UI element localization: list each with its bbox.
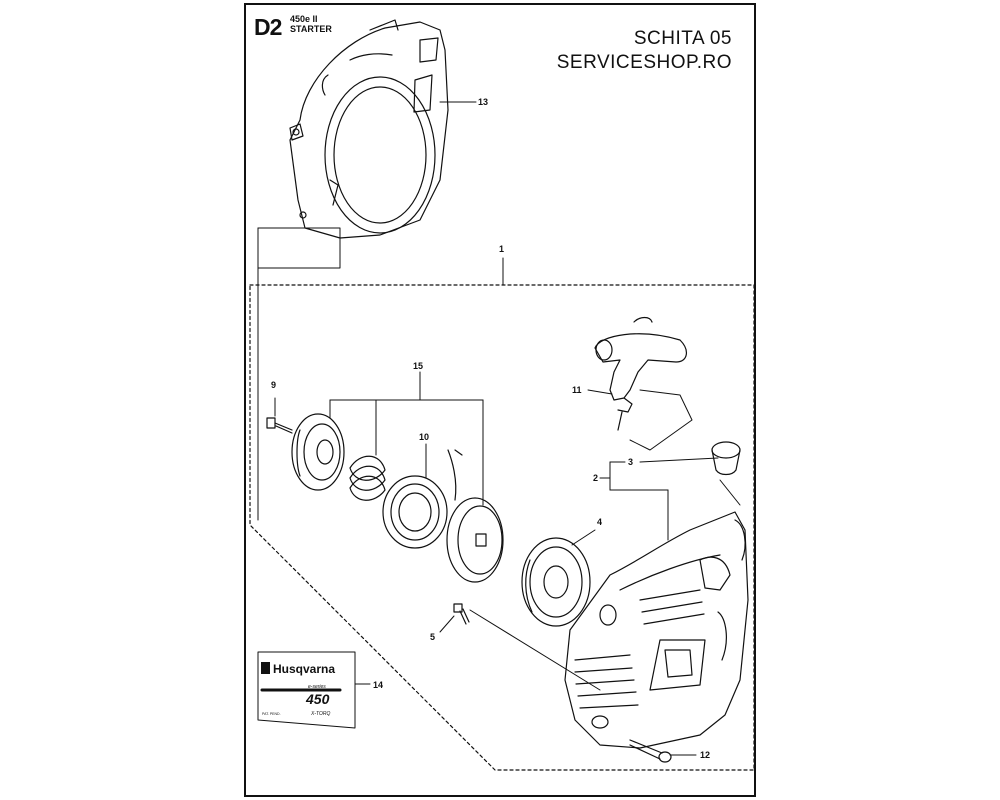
assembly-1-outline — [249, 284, 755, 771]
leader-lines-2-3 — [599, 457, 741, 541]
bushing-part-3 — [711, 441, 741, 476]
fan-housing-part-13 — [289, 19, 449, 239]
handle-part-11 — [587, 316, 693, 451]
pulley-part-15a — [291, 413, 345, 491]
leader-lines-13 — [257, 101, 477, 521]
callout-3: 3 — [628, 457, 633, 467]
decal-model: 450 — [305, 691, 330, 707]
callout-2: 2 — [593, 473, 598, 483]
callout-9: 9 — [271, 380, 276, 390]
decal-part-14 — [257, 651, 371, 729]
decal-series: e-series — [308, 684, 326, 690]
callout-11: 11 — [572, 385, 582, 395]
callout-1: 1 — [499, 244, 504, 254]
leader-lines-15 — [329, 371, 484, 506]
callout-14: 14 — [373, 680, 383, 690]
callout-labels: 1 2 3 4 5 9 10 11 12 13 14 15 — [271, 97, 710, 760]
screw-part-12 — [629, 739, 697, 763]
recoil-spring-part-10 — [382, 449, 463, 549]
model-label: 450e II STARTER — [290, 14, 332, 34]
callout-5: 5 — [430, 632, 435, 642]
drum-part-4 — [521, 529, 596, 627]
schema-title: SCHITA 05 — [633, 28, 732, 49]
callout-4: 4 — [597, 517, 602, 527]
callout-15: 15 — [413, 361, 423, 371]
decal-brand: Husqvarna — [273, 662, 335, 676]
model-name: 450e II — [290, 14, 318, 24]
callout-10: 10 — [419, 432, 429, 442]
starter-housing-part-2 — [564, 511, 749, 749]
rope-pulley-part-15c — [446, 497, 504, 583]
spring-part-15b — [349, 455, 386, 501]
shop-title: SERVICESHOP.RO — [556, 52, 732, 73]
callout-12: 12 — [700, 750, 710, 760]
screw-part-9 — [266, 397, 293, 434]
decal-tech: X-TORQ — [310, 711, 330, 717]
callout-13: 13 — [478, 97, 488, 107]
decal-text: Husqvarna e-series 450 X-TORQ PAT. PEND. — [261, 662, 335, 717]
page-code: D2 — [254, 14, 282, 40]
decal-fine-print: PAT. PEND. — [262, 712, 281, 716]
screw-part-5 — [439, 603, 601, 691]
drawing-frame — [244, 3, 756, 797]
husqvarna-logo-icon — [261, 662, 270, 674]
assembly-name: STARTER — [290, 24, 332, 34]
